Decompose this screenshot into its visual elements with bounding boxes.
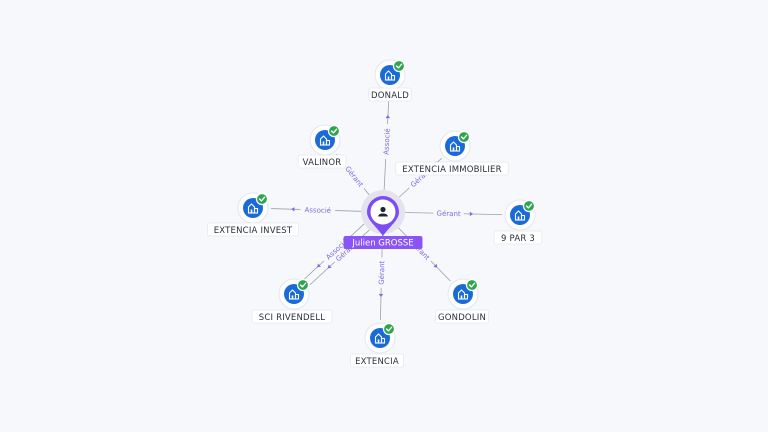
edge-sci-rivendell-associ: Associé [304,223,365,280]
edge-donald-associ: Associé [380,92,392,191]
company-label: SCI RIVENDELL [251,309,333,324]
person-icon [378,206,388,217]
edge-label-text: Associé [382,128,391,155]
company-nodes: DONALD VALINOR EXTENCIA IMMOBILIER EXTENCIA… [207,59,543,368]
active-check-icon [255,192,269,206]
center-name-tag: Julien GROSSE [343,236,423,249]
active-check-icon [382,322,396,336]
edge-label-text: Gérant [437,210,462,219]
company-node-sci-rivendell[interactable]: SCI RIVENDELL [251,278,333,324]
company-name: DONALD [371,91,409,101]
edge-label: Associé [291,204,336,215]
company-name: EXTENCIA IMMOBILIER [402,165,501,175]
building-icon [457,289,469,300]
company-node-donald[interactable]: DONALD [368,59,412,102]
edge-extencia-invest-associ: Associé [270,204,362,215]
company-node-gondolin[interactable]: GONDOLIN [434,278,489,324]
edge-gondolin-g-rant: Gérant [398,227,451,282]
building-icon [449,141,461,152]
building-icon [374,333,386,344]
active-check-icon [465,278,479,292]
edge-label: Associé [380,114,392,160]
center-person-node[interactable]: Julien GROSSE [343,190,423,249]
company-label: DONALD [368,87,412,102]
edge-label: Gérant [433,208,474,219]
company-node-extencia[interactable]: EXTENCIA [349,322,404,368]
company-name: EXTENCIA INVEST [214,226,293,236]
company-name: GONDOLIN [438,313,486,323]
company-label: EXTENCIA INVEST [207,222,299,237]
arrow-icon [378,293,384,298]
company-label: EXTENCIA IMMOBILIER [395,161,509,176]
company-node-valinor[interactable]: VALINOR [297,124,347,169]
active-check-icon [522,199,536,213]
edge-9-par-3-g-rant: Gérant [404,208,503,219]
building-icon [319,135,331,146]
company-name: SCI RIVENDELL [259,313,326,323]
arrow-icon [385,114,390,119]
company-node-extencia-invest[interactable]: EXTENCIA INVEST [207,192,299,237]
active-check-icon [327,124,341,138]
company-node-9-par-3[interactable]: 9 PAR 3 [493,199,543,245]
arrow-icon [317,263,321,268]
building-icon [384,70,396,81]
company-label: 9 PAR 3 [493,230,543,245]
active-check-icon [457,130,471,144]
building-icon [288,289,300,300]
edge-label-text: Gérant [378,260,387,285]
arrow-icon [327,264,332,269]
company-name: VALINOR [303,158,342,168]
arrow-icon [291,207,295,212]
arrow-icon [433,263,438,268]
company-label: GONDOLIN [434,309,489,324]
arrow-icon [469,211,474,217]
company-name: 9 PAR 3 [501,234,535,244]
building-icon [514,210,526,221]
building-icon [247,203,259,214]
company-name: EXTENCIA [355,357,399,367]
edge-label: Gérant [376,257,387,298]
company-node-extencia-immobilier[interactable]: EXTENCIA IMMOBILIER [395,130,509,176]
edge-label-text: Associé [304,206,331,215]
active-check-icon [392,59,406,73]
active-check-icon [296,278,310,292]
center-name: Julien GROSSE [351,239,413,249]
company-label: VALINOR [297,154,347,169]
company-label: EXTENCIA [349,353,404,368]
